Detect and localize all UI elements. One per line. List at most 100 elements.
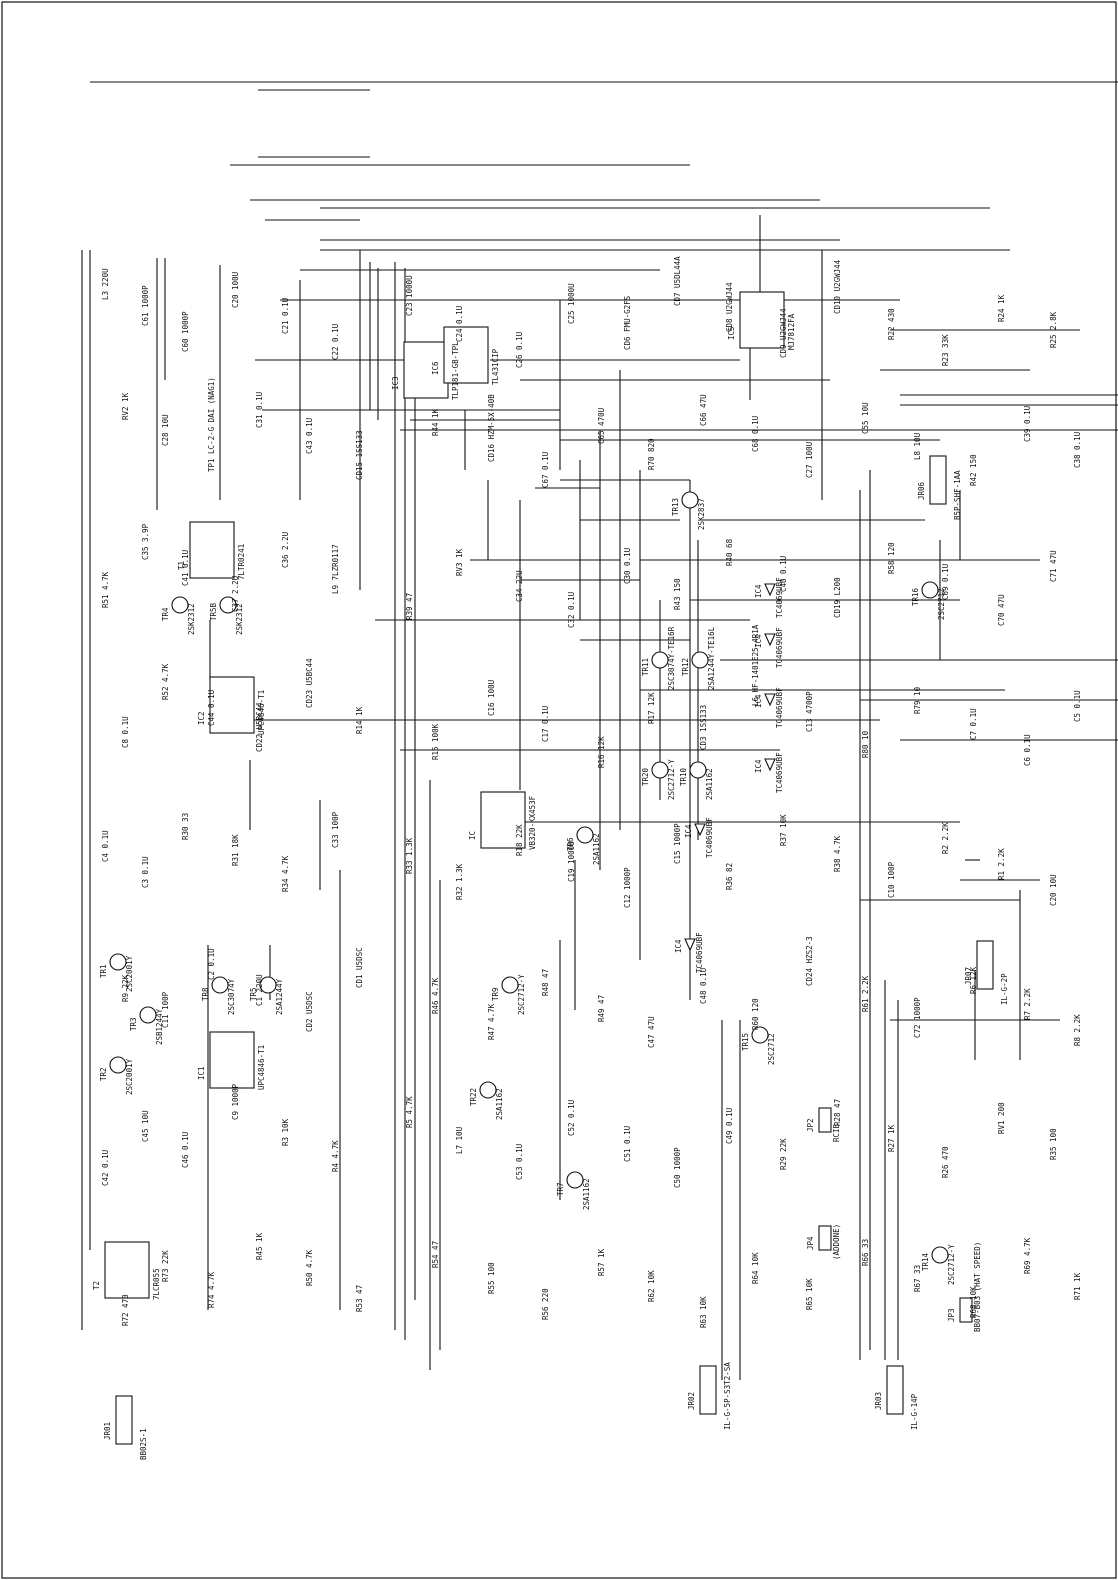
inverter-gate-symbol bbox=[764, 693, 776, 707]
connector-ref-label: JR07 bbox=[964, 967, 973, 985]
component-value-label: CD3 1SS133 bbox=[699, 705, 708, 750]
ic-part-label: TLP181-GB-TPL bbox=[451, 341, 460, 400]
component-value-label: R47 4.7K bbox=[487, 1003, 496, 1040]
component-value-label: R51 4.7K bbox=[101, 571, 110, 608]
transistor-ref-label: TR5 bbox=[249, 987, 258, 1001]
component-value-label: C44 0.1U bbox=[207, 690, 216, 726]
transistor-ref-label: TR7 bbox=[556, 1182, 565, 1196]
component-value-label: C8 0.1U bbox=[121, 716, 130, 748]
transistor-symbol bbox=[751, 1026, 769, 1044]
transistor-symbol bbox=[501, 976, 519, 994]
component-value-label: R24 1K bbox=[997, 294, 1006, 322]
component-value-label: L3 220U bbox=[101, 268, 110, 300]
gate-ref-label: IC4 bbox=[754, 634, 763, 648]
gate-part-label: TC4069UBF bbox=[775, 627, 784, 668]
transistor-symbol bbox=[931, 1246, 949, 1264]
transistor-part-label: 2SA1162 bbox=[495, 1088, 504, 1120]
component-value-label: R27 1K bbox=[887, 1124, 896, 1152]
component-value-label: C20 100U bbox=[231, 272, 240, 308]
transistor-ref-label: TR20 bbox=[641, 767, 650, 786]
component-value-label: C68 0.1U bbox=[751, 416, 760, 452]
component-value-label: TP1 LC-2-G DAI (NAG1) bbox=[207, 377, 216, 472]
gate-ref-label: IC4 bbox=[754, 759, 763, 773]
component-value-label: R46 4.7K bbox=[431, 977, 440, 1014]
transistor-ref-label: TR13 bbox=[671, 498, 680, 516]
component-value-label: C46 0.1U bbox=[181, 1132, 190, 1168]
component-value-label: C37 2.2U bbox=[231, 576, 240, 612]
inverter-gate-symbol bbox=[764, 633, 776, 647]
transistor-ref-label: TR8 bbox=[201, 987, 210, 1001]
component-value-label: C36 2.2U bbox=[281, 532, 290, 568]
component-value-label: R66 33 bbox=[861, 1239, 870, 1266]
component-value-label: C48 0.1U bbox=[699, 968, 708, 1004]
component-value-label: C33 100P bbox=[331, 811, 340, 848]
component-value-label: CD10 U2GWJ44 bbox=[833, 259, 842, 314]
component-value-label: C21 0.1U bbox=[281, 298, 290, 334]
transistor-part-label: 2SK2312 bbox=[187, 603, 196, 635]
gate-part-label: TC4069UBF bbox=[775, 752, 784, 793]
component-value-label: C11 100P bbox=[161, 991, 170, 1028]
component-value-label: RV3 1K bbox=[455, 548, 464, 576]
component-value-label: C30 0.1U bbox=[623, 548, 632, 584]
component-value-label: C3 0.1U bbox=[141, 856, 150, 888]
gate-ref-label: IC4 bbox=[754, 694, 763, 708]
ic-ref-label: IC1 bbox=[197, 1066, 206, 1080]
component-value-label: R56 220 bbox=[541, 1288, 550, 1320]
ic-ref-label: IC6 bbox=[431, 361, 440, 375]
transistor-ref-label: TR16 bbox=[911, 587, 920, 606]
component-value-label: C38 0.1U bbox=[1073, 432, 1082, 468]
parts-layer bbox=[104, 291, 994, 1445]
connector-ref-label: JR02 bbox=[687, 1392, 696, 1410]
connector-body bbox=[976, 940, 994, 990]
transistor-ref-label: TR1 bbox=[99, 964, 108, 978]
component-value-label: R39 47 bbox=[405, 593, 414, 620]
connector-ref-label: JR03 bbox=[874, 1392, 883, 1410]
transistor-ref-label: TR9 bbox=[491, 987, 500, 1001]
component-value-label: C35 3.9P bbox=[141, 523, 150, 560]
transistor-symbol bbox=[681, 491, 699, 509]
component-value-label: RV1 200 bbox=[997, 1102, 1006, 1134]
transistor-part-label: 2SB1244Y bbox=[155, 1008, 164, 1045]
ic-part-label: UPC4846-T1 bbox=[257, 690, 266, 735]
component-value-label: R65 10K bbox=[805, 1278, 814, 1310]
ic-ref-label: IC5 bbox=[727, 326, 736, 340]
component-value-label: C20 10U bbox=[1049, 874, 1058, 906]
connector-body bbox=[699, 1365, 717, 1415]
connector-body bbox=[115, 1395, 133, 1445]
component-value-label: R6 12K bbox=[969, 966, 978, 994]
jumper-ref-label: JP2 bbox=[806, 1118, 815, 1132]
component-value-label: R25 2.8K bbox=[1049, 311, 1058, 348]
ic-body bbox=[480, 791, 526, 849]
component-value-label: R49 47 bbox=[597, 995, 606, 1022]
ic-part-label: 7LCR055 bbox=[152, 1268, 161, 1300]
component-value-label: C40 0.1U bbox=[779, 556, 788, 592]
transistor-part-label: 2SC2712 bbox=[767, 1033, 776, 1065]
gate-part-label: TC4069UBF bbox=[695, 932, 704, 973]
inverter-gate-symbol bbox=[764, 758, 776, 772]
component-value-label: C23 1000U bbox=[405, 275, 414, 316]
transistor-part-label: 2SC3074Y-TE16R bbox=[667, 626, 676, 690]
transistor-symbol bbox=[691, 651, 709, 669]
component-value-label: R2 2.2K bbox=[941, 822, 950, 854]
ic-ref-label: IC bbox=[468, 831, 477, 840]
connector-body bbox=[886, 1365, 904, 1415]
ic-body bbox=[209, 676, 255, 734]
connector-part-label: BB02S-1 bbox=[139, 1428, 148, 1460]
jumper-ref-label: JP3 bbox=[947, 1308, 956, 1322]
component-value-label: C53 0.1U bbox=[515, 1144, 524, 1180]
transistor-part-label: 2SC2712-Y bbox=[947, 1244, 956, 1285]
component-value-label: C25 1000U bbox=[567, 283, 576, 324]
gate-part-label: TC4069UBF bbox=[705, 817, 714, 858]
component-value-label: CD6 FMU-G2FS bbox=[623, 295, 632, 350]
transistor-part-label: 2SC2001Y bbox=[125, 955, 134, 992]
transistor-part-label: 2SC2001Y bbox=[125, 1058, 134, 1095]
transistor-part-label: 2SA1162 bbox=[592, 833, 601, 865]
component-value-label: R45 1K bbox=[255, 1232, 264, 1260]
component-value-label: R43 150 bbox=[673, 578, 682, 610]
transistor-symbol bbox=[479, 1081, 497, 1099]
component-value-label: R7 2.2K bbox=[1023, 988, 1032, 1020]
component-value-label: C70 47U bbox=[997, 594, 1006, 626]
transistor-part-label: 2SA1244Y bbox=[275, 978, 284, 1015]
